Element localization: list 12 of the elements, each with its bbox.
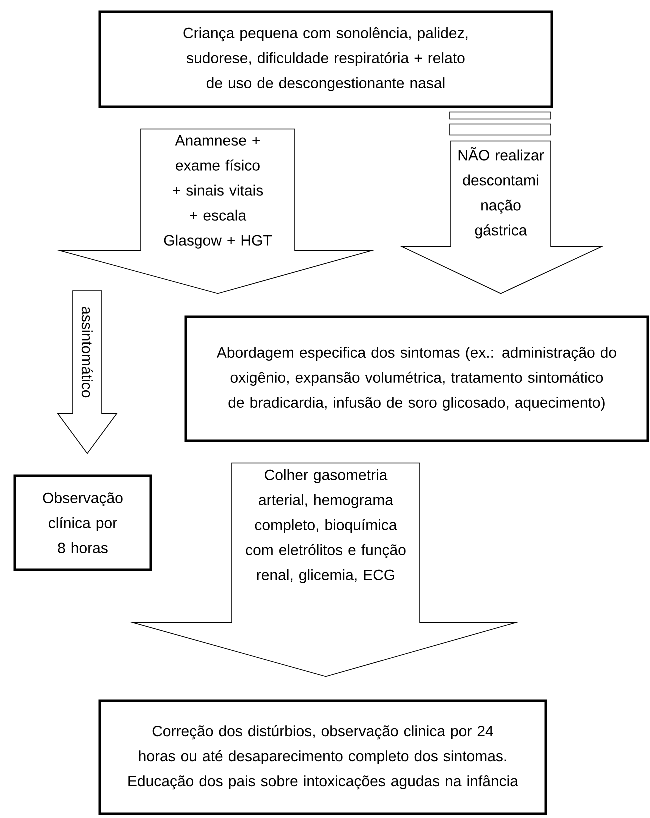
- block-arrow: [57, 290, 118, 454]
- edge-label: Colher gasometria arterial, hemograma completo, bioquímica com eletrólitos e função renal, glicemia, ECG: [246, 469, 406, 584]
- edge-label: Anamnese + exame físico + sinais vitais + escala Glasgow + HGT: [164, 135, 272, 249]
- process-box: Correção dos distúrbios, observação clinica por 24 horas ou até desaparecimento completo dos sintomas. Educação dos pais sobre intoxicações agudas na infância: [98, 700, 548, 816]
- edge-label: assintomático: [82, 307, 94, 398]
- block-arrow: [57, 128, 375, 294]
- process-box: Observação clínica por 8 horas: [14, 474, 152, 572]
- process-box: Abordagem especifica dos sintomas (ex.: administração do oxigênio, expansão volumétrica, tratamento sintomático de bradicardia, infusão de soro glicosado, aquecimento): [184, 316, 650, 442]
- block-arrow: [130, 462, 519, 678]
- block-arrow: [400, 112, 604, 294]
- process-box: Criança pequena com sonolência, palidez, sudorese, dificuldade respiratória + relato de uso de descongestionante nasal: [98, 10, 554, 108]
- edge-label: NÃO realizar descontami nação gástrica: [458, 147, 544, 239]
